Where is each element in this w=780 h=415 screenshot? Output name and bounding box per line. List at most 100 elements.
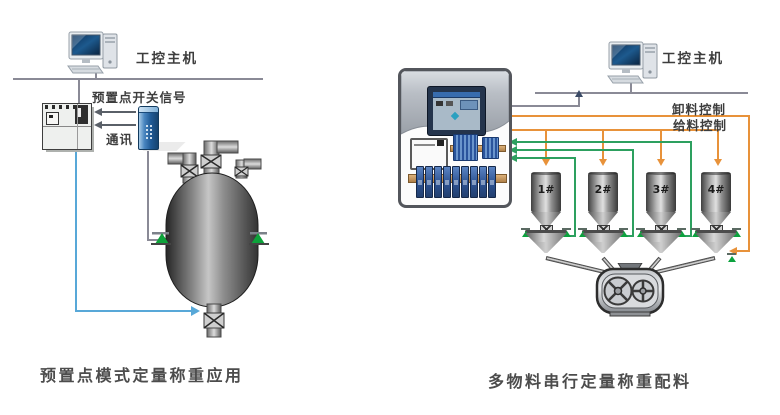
- hopper-cone: [588, 212, 618, 225]
- fieldbus-line-right: [535, 92, 748, 94]
- hopper-cone: [531, 212, 561, 225]
- arrow-left-icon: [509, 138, 517, 146]
- weigh-hopper-dish: [582, 233, 624, 242]
- transmitter-cap: [139, 107, 158, 113]
- caption-right: 多物料串行定量称重配料: [488, 372, 692, 391]
- control-cabinet-icon: [398, 68, 512, 208]
- hopper-4: 4#: [701, 172, 731, 234]
- loadcell-signal-line-3j: [681, 235, 692, 237]
- load-cell-icon: [691, 228, 700, 238]
- weighing-transmitter-icon: [138, 106, 159, 150]
- load-cell-icon: [677, 228, 686, 238]
- plc-icon: [42, 103, 92, 150]
- computer-icon: [67, 31, 118, 74]
- weigh-hopper-2: [578, 228, 628, 253]
- arrow-left-icon: [509, 146, 517, 154]
- terminal-block: [453, 134, 478, 161]
- loadcell-signal-line-3h: [516, 141, 692, 143]
- switch-signal-line-2: [102, 124, 136, 126]
- load-cell-icon: [636, 228, 645, 238]
- hopper-3: 3#: [646, 172, 676, 234]
- hopper-label: 2#: [594, 183, 612, 196]
- hmi-display: [433, 92, 480, 130]
- hopper-cone: [701, 212, 731, 225]
- tank-icon: [151, 140, 269, 338]
- discharge-control-label: 卸料控制: [672, 102, 727, 117]
- plc-divider: [77, 104, 78, 149]
- weigh-hopper-rim: [695, 230, 737, 233]
- weigh-hopper-4: [691, 228, 741, 253]
- hopper-label: 4#: [707, 183, 725, 196]
- arrow-left-icon: [94, 108, 102, 116]
- weigh-hopper-funnel: [533, 242, 559, 253]
- transmitter-loadcell-line-v: [147, 150, 149, 241]
- plc-divider: [43, 126, 91, 127]
- plc-module: [46, 112, 59, 125]
- mixer-icon: [595, 263, 665, 317]
- relay-modules: [416, 166, 496, 198]
- load-cell-icon: [562, 228, 571, 238]
- controller-box: [410, 138, 448, 170]
- loadcell-signal-line-1j: [565, 235, 576, 237]
- weigh-hopper-dish: [695, 233, 737, 242]
- hmi-widget: [436, 101, 443, 106]
- hopper-1: 1#: [531, 172, 561, 234]
- feed-control-drop-2: [602, 129, 604, 160]
- weigh-hopper-funnel: [703, 242, 729, 253]
- weigh-hopper-rim: [525, 230, 567, 233]
- hopper-body: 3#: [646, 172, 676, 212]
- cabinet-to-bus-line-h: [512, 105, 579, 107]
- load-cell-icon: [521, 228, 530, 238]
- weigh-hopper-1: [521, 228, 571, 253]
- hopper-body: 4#: [701, 172, 731, 212]
- discharge-control-line-v: [748, 115, 750, 252]
- load-cell-icon: [727, 253, 736, 263]
- loadcell-signal-line-2h: [516, 149, 634, 151]
- weigh-hopper-rim: [582, 230, 624, 233]
- feed-control-line-h: [512, 129, 719, 131]
- loadcell-signal-line-1h: [516, 157, 576, 159]
- weigh-hopper-funnel: [590, 242, 616, 253]
- arrow-down-icon: [657, 159, 665, 166]
- fieldbus-line-left: [13, 78, 263, 80]
- transmitter-loadcell-line-h: [147, 239, 160, 241]
- caption-left: 预置点模式定量称重应用: [40, 366, 244, 385]
- loadcell-signal-line-2v: [632, 149, 634, 237]
- hopper-body: 2#: [588, 172, 618, 212]
- plc-valve-control-line-v: [75, 150, 77, 312]
- hmi-screen: [427, 86, 486, 136]
- hopper-body: 1#: [531, 172, 561, 212]
- loadcell-signal-line-3v: [690, 141, 692, 237]
- comm-label: 通讯: [106, 132, 134, 147]
- arrow-down-icon: [714, 159, 722, 166]
- arrow-left-icon: [94, 121, 102, 129]
- load-cell-icon: [732, 228, 741, 238]
- cabinet-to-bus-line-v: [578, 97, 580, 107]
- host-label-right: 工控主机: [662, 51, 724, 67]
- weigh-hopper-rim: [640, 230, 682, 233]
- plc-module: [75, 105, 88, 124]
- feed-control-drop-3: [660, 129, 662, 160]
- weigh-hopper-dish: [640, 233, 682, 242]
- bus-to-plc-line: [78, 79, 80, 104]
- loadcell-signal-line-2j: [623, 235, 634, 237]
- feed-control-label: 给料控制: [673, 118, 728, 133]
- hmi-widget: [446, 101, 453, 106]
- load-cell-icon: [619, 228, 628, 238]
- load-cell-icon: [578, 228, 587, 238]
- preset-signal-label: 预置点开关信号: [92, 90, 187, 105]
- hopper-cone: [646, 212, 676, 225]
- hopper-label: 1#: [537, 183, 555, 196]
- hopper-label: 3#: [652, 183, 670, 196]
- weigh-hopper-funnel: [648, 242, 674, 253]
- feed-control-drop-4: [717, 129, 719, 160]
- arrow-left-icon: [509, 154, 517, 162]
- switch-signal-line-1: [102, 111, 136, 113]
- plc-terminal-row: [45, 105, 76, 109]
- host-to-bus-line-right: [630, 78, 632, 92]
- arrow-down-icon: [599, 159, 607, 166]
- terminal-block: [482, 137, 499, 159]
- host-to-bus-line-left: [95, 71, 97, 79]
- weigh-hopper-dish: [525, 233, 567, 242]
